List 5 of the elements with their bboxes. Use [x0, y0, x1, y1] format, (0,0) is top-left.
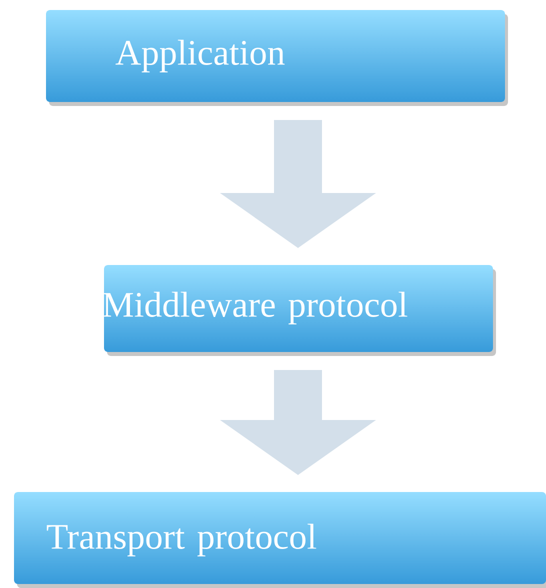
arrow — [220, 370, 376, 475]
process-box: Transport protocol — [14, 492, 546, 588]
arrow — [220, 120, 376, 248]
process-box: Middleware protocol — [103, 265, 496, 356]
process-box: Application — [46, 10, 508, 106]
